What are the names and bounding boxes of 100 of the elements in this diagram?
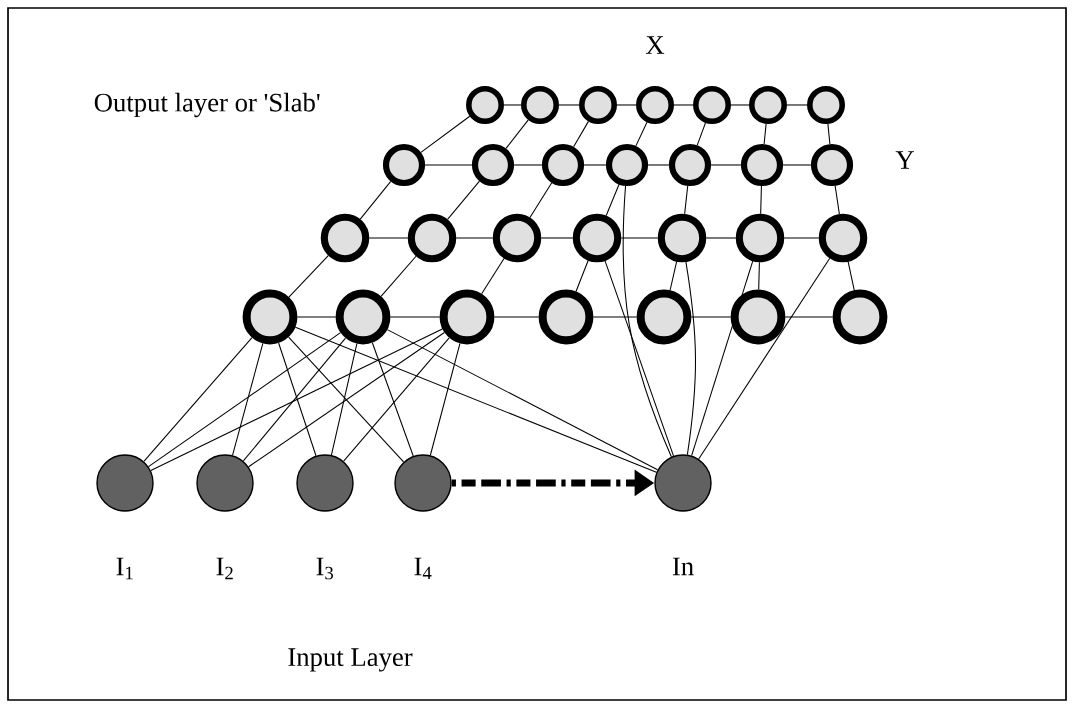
neuron-circle — [320, 213, 370, 263]
connection-line — [592, 316, 638, 318]
neuron-circle — [730, 289, 786, 345]
connection-line — [380, 255, 417, 297]
connection-line — [343, 337, 450, 462]
connection-line — [294, 326, 657, 473]
neuron-circle — [579, 86, 617, 124]
input-neuron — [296, 454, 354, 512]
connection-line — [622, 185, 672, 458]
input-neuron — [196, 454, 254, 512]
connection-line — [575, 260, 589, 292]
input-neuron — [394, 454, 452, 512]
connection-line — [455, 237, 494, 239]
connection-line — [827, 123, 831, 145]
node-label: In — [672, 557, 694, 576]
node-label: I$_{4}$ — [414, 557, 432, 580]
neuron-circle — [492, 213, 542, 263]
neuron-circle — [572, 213, 622, 263]
connection-line — [288, 336, 405, 463]
neuron-circle — [807, 86, 845, 124]
connection-line — [529, 182, 553, 218]
neuron-circle — [810, 143, 854, 187]
connection-line — [573, 120, 589, 148]
connection-line — [763, 123, 767, 145]
connection-line — [690, 316, 732, 318]
connection-line — [296, 316, 337, 318]
neuron-circle — [521, 86, 559, 124]
connection-line — [386, 329, 659, 471]
connection-line — [242, 337, 346, 462]
connection-line — [673, 104, 694, 106]
connection-line — [783, 237, 820, 239]
connection-line — [429, 342, 461, 456]
connection-line — [710, 164, 742, 166]
neuron-circle — [832, 289, 888, 345]
neuron-circle — [471, 143, 515, 187]
node-label: I$_{3}$ — [316, 557, 334, 580]
connection-line — [368, 237, 409, 239]
connection-line — [371, 342, 414, 457]
connection-line — [684, 185, 689, 215]
connection-line — [248, 331, 445, 468]
connection-line — [424, 164, 473, 166]
connection-line — [143, 337, 253, 462]
connection-line — [605, 183, 620, 217]
connection-line — [647, 164, 670, 166]
neuron-circle — [749, 86, 787, 124]
connection-line — [493, 316, 540, 318]
connection-line — [847, 261, 855, 291]
neuron-circle — [740, 143, 784, 187]
connection-line — [148, 332, 342, 468]
connection-line — [669, 261, 678, 291]
connection-line — [232, 342, 264, 456]
neuron-circle — [538, 289, 594, 345]
connection-line — [505, 119, 529, 149]
neuron-circle — [605, 143, 649, 187]
connection-line — [540, 237, 574, 239]
connection-line — [616, 104, 637, 106]
neuron-circle — [541, 143, 585, 187]
connection-line — [685, 261, 696, 456]
connection-line — [513, 164, 543, 166]
connection-line — [288, 255, 329, 298]
connection-line — [834, 185, 840, 215]
neuron-circle — [242, 289, 298, 345]
neuron-circle — [407, 213, 457, 263]
connection-line — [150, 328, 443, 471]
connection-line — [604, 260, 675, 457]
neuron-circle — [735, 213, 785, 263]
neuron-circle — [818, 213, 868, 263]
neuron-circle — [382, 143, 426, 187]
connection-line — [758, 261, 760, 291]
connection-line — [786, 104, 808, 106]
connection-line — [447, 180, 480, 220]
input-neuron — [654, 454, 712, 512]
connection-line — [278, 342, 317, 457]
node-label: I$_{2}$ — [216, 557, 233, 580]
connection-line — [583, 164, 607, 166]
neuron-circle — [657, 213, 707, 263]
connection-line — [359, 180, 392, 220]
connection-line — [620, 237, 659, 239]
neuron-circle — [636, 86, 674, 124]
neuron-circle — [439, 289, 495, 345]
connection-line — [691, 260, 754, 457]
neuron-circle — [668, 143, 712, 187]
connection-line — [635, 121, 648, 147]
connection-line — [782, 164, 812, 166]
axis-label: X — [645, 36, 665, 54]
axis-label: Y — [895, 151, 914, 169]
connection-line — [389, 316, 441, 318]
neuron-circle — [335, 289, 391, 345]
connection-line — [784, 316, 834, 318]
connection-line — [330, 343, 358, 456]
neuron-circle — [693, 86, 731, 124]
node-label: I$_{1}$ — [116, 557, 133, 580]
layer-label: Input Layer — [288, 648, 413, 672]
connection-line — [503, 104, 522, 106]
neuron-circle — [636, 289, 692, 345]
connection-line — [696, 122, 706, 146]
layer-label: Output layer or 'Slab' — [94, 92, 320, 118]
connection-line — [760, 185, 762, 215]
connection-line — [481, 257, 505, 295]
connection-line — [698, 257, 831, 460]
